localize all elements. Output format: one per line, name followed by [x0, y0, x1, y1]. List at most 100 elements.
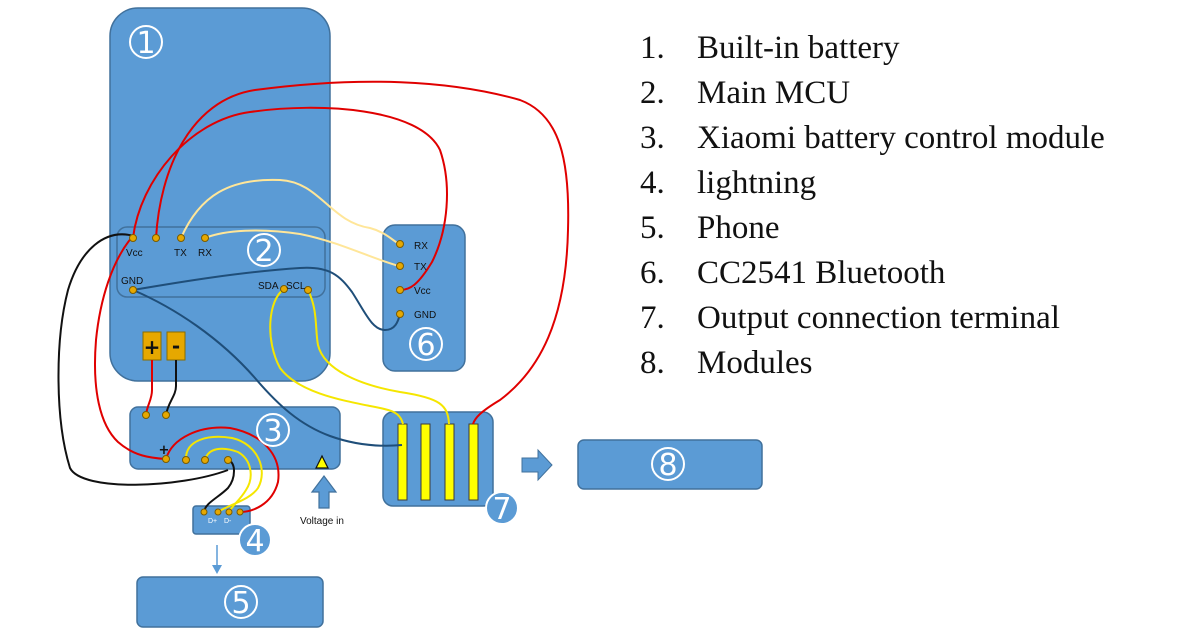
battery-plus-label: +: [144, 335, 161, 359]
badge-2-text: 2: [254, 234, 273, 269]
legend-item: 3. Xiaomi battery control module: [640, 116, 1180, 161]
mcu-scl-label: SCL: [286, 281, 306, 292]
voltage-in-arrow-icon: [310, 475, 338, 509]
pad-mcu-gnd: [129, 286, 137, 294]
wire-black-lightning: [203, 459, 235, 513]
voltage-warning-icon: [315, 454, 329, 469]
battery-minus-label: -: [172, 334, 180, 358]
pad-lightning-4: [236, 508, 244, 516]
legend-num: 7.: [640, 300, 665, 336]
wire-yellow-lightning-1: [184, 435, 263, 513]
pad-module-out-3: [224, 456, 232, 464]
lightning-dplus-label: D+: [208, 518, 217, 525]
legend-text: Main MCU: [697, 75, 851, 111]
wire-yellow-lightning-2: [204, 447, 252, 513]
battery-block: [109, 7, 331, 382]
legend-text: Modules: [697, 345, 813, 381]
pad-mcu-sda: [280, 285, 288, 293]
pad-module-out-2: [201, 456, 209, 464]
legend-num: 2.: [640, 75, 665, 111]
legend-num: 8.: [640, 345, 665, 381]
wire-sda-to-terminal: [269, 288, 404, 425]
bluetooth-block: [382, 224, 466, 372]
wire-gnd-to-bluetooth: [132, 266, 401, 332]
pad-mcu-vcc: [129, 234, 137, 242]
terminal-bar-3: [444, 423, 455, 501]
pad-mcu-rx: [201, 234, 209, 242]
badge-4-text: 4: [245, 524, 264, 559]
pad-lightning-3: [225, 508, 233, 516]
bt-gnd-label: GND: [414, 310, 436, 321]
legend-item: 6. CC2541 Bluetooth: [640, 251, 1180, 296]
badge-7: 7: [485, 491, 519, 527]
legend-text: lightning: [697, 165, 817, 201]
mcu-rx-label: RX: [198, 248, 212, 259]
wire-gnd-to-terminal: [132, 289, 403, 447]
pad-bt-vcc: [396, 286, 404, 294]
badge-3: 3: [256, 413, 290, 449]
pad-module-batt-plus: [142, 411, 150, 419]
legend-num: 6.: [640, 255, 665, 291]
terminal-bar-1: [397, 423, 408, 501]
pad-mcu-tx: [177, 234, 185, 242]
badge-4: 4: [238, 523, 272, 559]
bt-rx-label: RX: [414, 241, 428, 252]
legend-item: 1. Built-in battery: [640, 26, 1180, 71]
pad-mcu-vcc2: [152, 234, 160, 242]
badge-6-text: 6: [416, 328, 435, 363]
terminal-bar-2: [420, 423, 431, 501]
badge-2: 2: [247, 233, 281, 269]
badge-1: 1: [129, 25, 163, 61]
legend-item: 4. lightning: [640, 161, 1180, 206]
terminal-bar-4: [468, 423, 479, 501]
legend-text: Phone: [697, 210, 780, 246]
legend-text: Built-in battery: [697, 30, 900, 66]
wire-scl-to-terminal: [307, 289, 450, 425]
pad-lightning-1: [200, 508, 208, 516]
wire-red-vcc-to-terminal: [155, 80, 570, 425]
pad-module-batt-minus: [162, 411, 170, 419]
legend-text: Output connection terminal: [697, 300, 1060, 336]
badge-3-text: 3: [263, 414, 282, 449]
output-terminal-block: [382, 411, 494, 507]
wire-rx-to-tx: [204, 229, 400, 267]
voltage-in-label: Voltage in: [300, 516, 344, 527]
badge-7-text: 7: [492, 492, 511, 527]
badge-5-text: 5: [231, 586, 250, 621]
legend-item: 8. Modules: [640, 341, 1180, 386]
module-plus-label: +: [159, 443, 170, 458]
badge-1-text: 1: [136, 26, 155, 61]
legend-num: 4.: [640, 165, 665, 201]
pad-module-out-1: [182, 456, 190, 464]
down-arrow-head: [212, 565, 222, 574]
wire-black-vcc-loop: [57, 233, 229, 486]
mcu-vcc-label: Vcc: [126, 248, 143, 259]
pad-module-out-plus: [162, 455, 170, 463]
legend-text: Xiaomi battery control module: [697, 120, 1105, 156]
badge-8: 8: [651, 447, 685, 483]
mcu-tx-label: TX: [174, 248, 187, 259]
wire-tx-to-rx: [180, 178, 400, 245]
legend-item: 7. Output connection terminal: [640, 296, 1180, 341]
right-arrow-icon: [521, 448, 553, 482]
pad-lightning-2: [214, 508, 222, 516]
badge-6: 6: [409, 327, 443, 363]
legend-item: 5.Phone: [640, 206, 1180, 251]
wire-red-plus-loop: [93, 235, 167, 460]
badge-8-text: 8: [658, 448, 677, 483]
mcu-gnd-label: GND: [121, 276, 143, 287]
pad-mcu-scl: [304, 286, 312, 294]
legend-num: 3.: [640, 120, 665, 156]
bt-tx-label: TX: [414, 262, 427, 273]
legend-item: 2. Main MCU: [640, 71, 1180, 116]
legend-num: 1.: [640, 30, 665, 66]
legend-text: CC2541 Bluetooth: [697, 255, 946, 291]
pad-bt-gnd: [396, 310, 404, 318]
badge-5: 5: [224, 585, 258, 621]
pad-bt-rx: [396, 240, 404, 248]
mcu-sda-label: SDA: [258, 281, 279, 292]
legend-list: 1. Built-in battery 2. Main MCU 3. Xiaomi b…: [640, 26, 1180, 386]
lightning-dminus-label: D-: [224, 518, 232, 525]
pad-bt-tx: [396, 262, 404, 270]
